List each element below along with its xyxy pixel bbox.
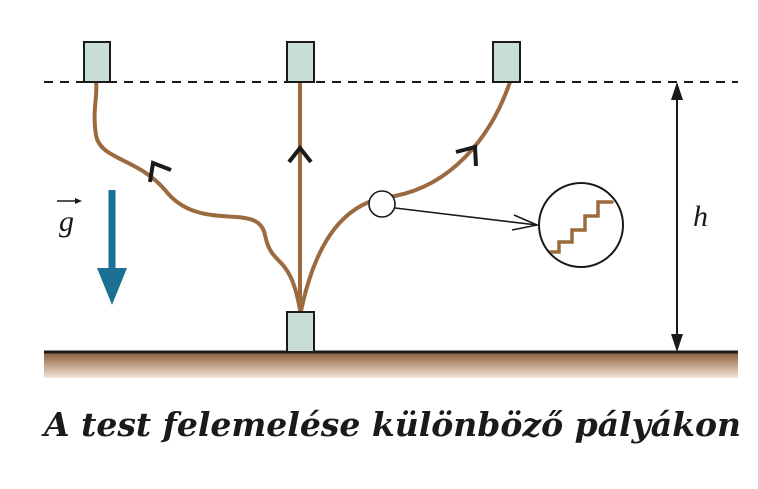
gravity-symbol: g — [59, 205, 74, 238]
gravity-arrow-head-icon — [97, 268, 127, 305]
zoom-pointer-head-icon — [511, 214, 540, 231]
block-end-right — [492, 41, 521, 83]
zoom-lens — [538, 182, 624, 268]
staircase-icon — [546, 200, 614, 254]
block-end-left — [83, 41, 111, 83]
path-right — [298, 80, 512, 318]
path-left — [92, 80, 303, 318]
gravity-label: g — [57, 198, 82, 238]
gravity-vector — [97, 190, 127, 305]
height-arrow-bottom-icon — [671, 334, 683, 352]
block-end-middle — [286, 41, 315, 83]
vector-bar-arrow-icon — [75, 198, 82, 204]
figure-caption: A test felemelése különböző pályákon — [44, 405, 742, 444]
block-start — [286, 311, 315, 353]
height-label: h — [693, 200, 708, 233]
zoom-pointer-line — [394, 207, 538, 226]
zoom-marker — [368, 190, 396, 218]
chevron-up-icon — [455, 144, 478, 167]
ground-surface — [44, 352, 738, 378]
chevron-up-icon — [287, 144, 313, 164]
chevron-up-icon — [148, 160, 172, 183]
height-arrow-top-icon — [671, 82, 683, 100]
